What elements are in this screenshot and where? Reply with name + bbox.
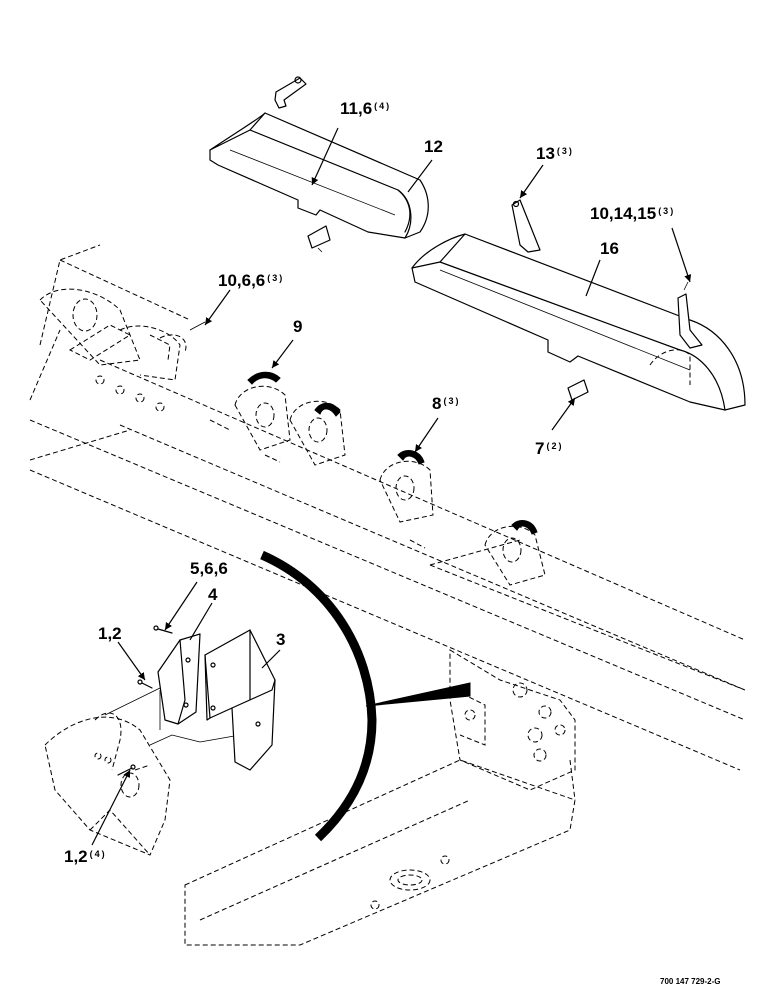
left-frame-end [39, 288, 181, 412]
frame-beam [29, 244, 746, 771]
callout-10-14-15: 10,14,15(3) [590, 204, 676, 223]
shield-12 [209, 112, 429, 239]
bolt-1-2 [137, 679, 153, 689]
callout-10-6-6: 10,6,6(3) [218, 271, 285, 290]
callout-4: 4 [208, 585, 218, 604]
callout-16: 16 [600, 239, 619, 258]
drawing-code: 700 147 729-2-G [660, 977, 721, 986]
plate-4 [157, 633, 201, 725]
callout-7: 7(2) [535, 439, 564, 458]
assembly-lines [104, 687, 241, 746]
bracket-3 [204, 629, 276, 771]
bolt-11 [274, 76, 307, 109]
callout-9: 9 [293, 317, 303, 336]
latch-10-14-15 [677, 281, 703, 349]
callout-12: 12 [424, 137, 443, 156]
clip-under-12 [307, 225, 331, 253]
callout-5-6-6: 5,6,6 [190, 559, 228, 578]
callout-8: 8(3) [432, 394, 461, 413]
shield-16 [411, 233, 746, 411]
callout-1-2: 1,2 [98, 624, 122, 643]
callout-11-6: 11,6(4) [340, 99, 392, 118]
lower-right-frame [184, 649, 576, 946]
latch-10-6-6 [159, 321, 206, 353]
clip-7 [567, 379, 589, 401]
bracket-row [209, 371, 546, 586]
callout-13: 13(3) [536, 144, 574, 163]
leader-lines [91, 127, 692, 846]
bolt-5-6-6 [153, 625, 173, 634]
latch-13 [511, 199, 541, 253]
lower-left-mount [44, 712, 171, 856]
callout-1-2-lower: 1,2(4) [64, 847, 107, 866]
callout-3: 3 [276, 630, 286, 649]
detail-arc [260, 550, 471, 842]
